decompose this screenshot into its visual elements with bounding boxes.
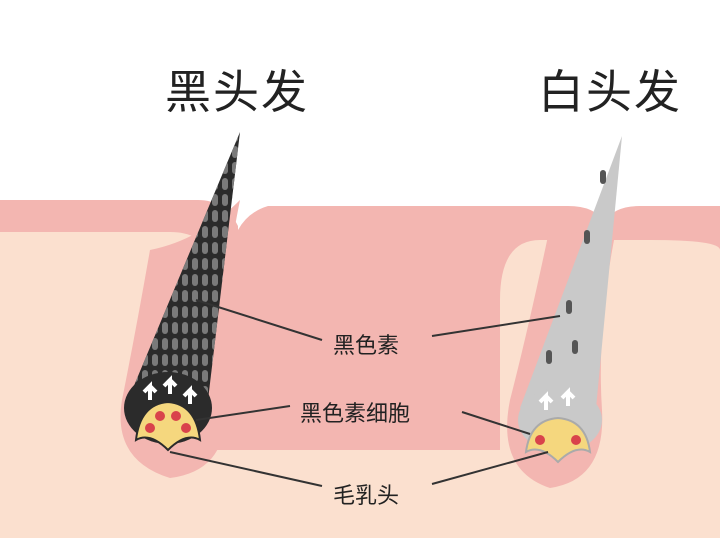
melanin-fragment [546, 350, 552, 364]
title-black-hair: 黑头发 [165, 65, 309, 119]
white-hair-shaft [520, 136, 622, 428]
melanin-fragment [572, 340, 578, 354]
leader-papilla-white [431, 451, 549, 485]
leader-melanocyte-white [461, 411, 531, 435]
melanocyte-cell [155, 411, 165, 421]
upward-arrow-icon [142, 381, 158, 400]
papilla-black [134, 400, 202, 452]
melanocyte-cell [145, 423, 155, 433]
upward-arrow-icon [162, 375, 178, 394]
label-papilla: 毛乳头 [333, 484, 400, 509]
papilla-white [524, 416, 592, 464]
upward-arrow-icon [560, 387, 576, 406]
melanocyte-cell [535, 435, 545, 445]
label-melanocyte: 黑色素细胞 [300, 402, 411, 427]
leader-lines [169, 299, 561, 487]
melanin-fragment [600, 170, 606, 184]
title-white-hair: 白头发 [538, 65, 682, 119]
leader-melanin-white [431, 315, 561, 337]
melanocyte-cell [181, 423, 191, 433]
white-hair [518, 136, 622, 464]
upward-arrow-icon [538, 391, 554, 410]
melanocyte-cell [571, 435, 581, 445]
label-melanin: 黑色素 [333, 334, 400, 359]
melanin-fragment [566, 300, 572, 314]
leader-papilla-black [169, 451, 323, 487]
leader-melanocyte-black [195, 405, 291, 421]
melanin-fragment [584, 230, 590, 244]
melanocyte-cell [171, 411, 181, 421]
leader-melanin-black [195, 299, 323, 341]
upward-arrow-icon [182, 385, 198, 404]
